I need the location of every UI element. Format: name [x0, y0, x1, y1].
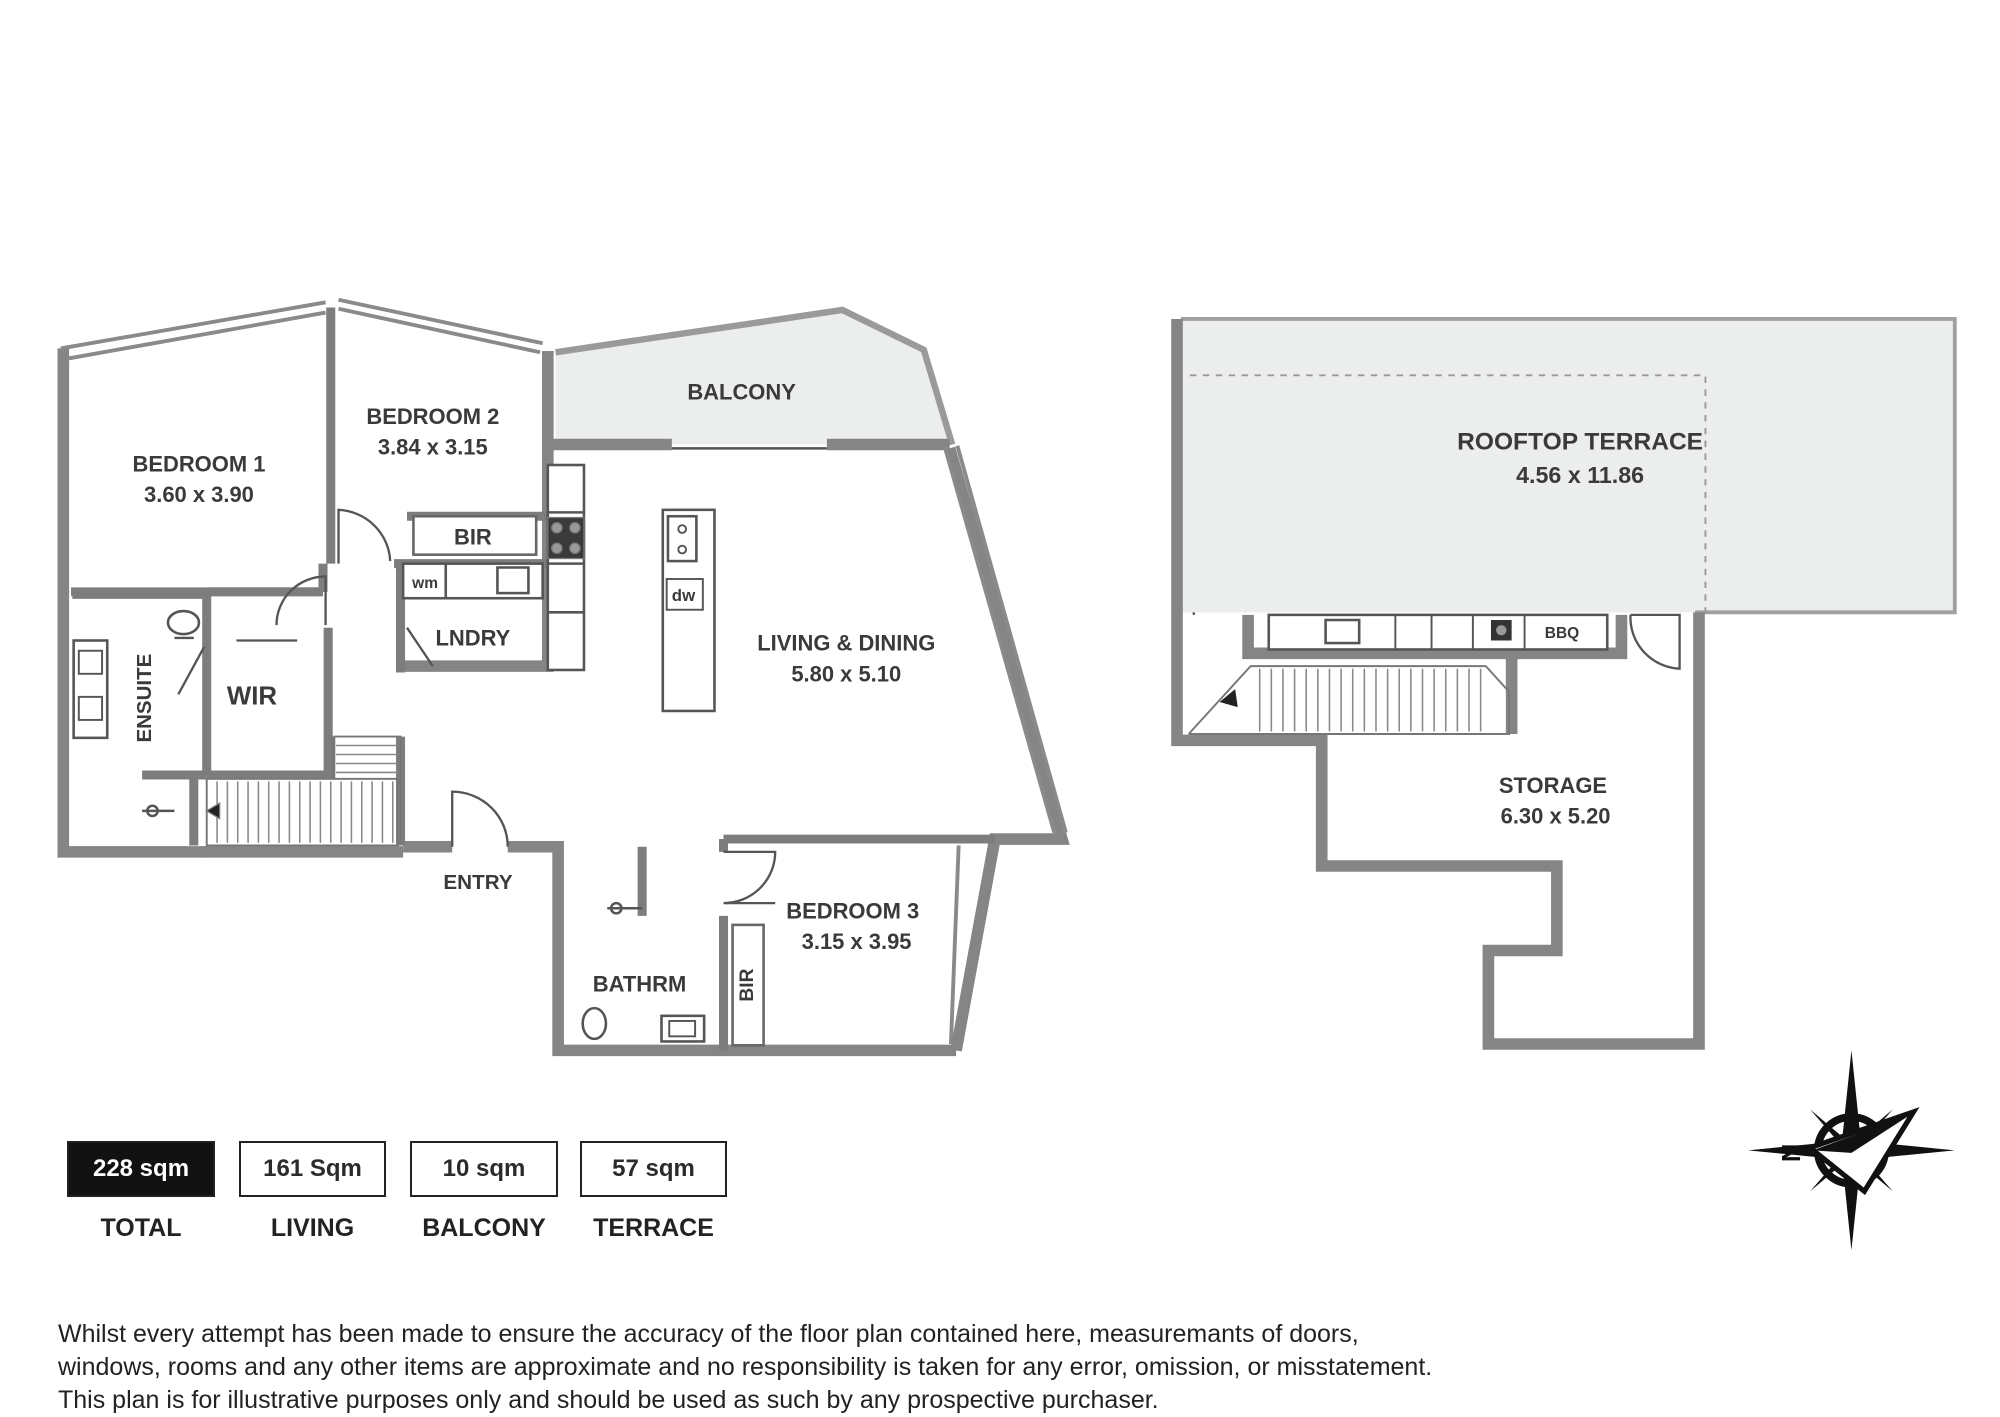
ensuite-label: ENSUITE [133, 654, 156, 743]
disclaimer-line-1: Whilst every attempt has been made to en… [58, 1320, 1359, 1348]
entry-label: ENTRY [443, 871, 513, 894]
disclaimer-line-3: This plan is for illustrative purposes o… [58, 1386, 1159, 1414]
bathroom-toilet-icon [581, 1006, 608, 1041]
area-terrace-value: 57 sqm [580, 1141, 727, 1197]
cooktop-icon [547, 516, 585, 560]
area-balcony-label: BALCONY [422, 1214, 546, 1242]
dishwasher-box [665, 578, 704, 611]
disclaimer-text: Whilst every attempt has been made to en… [58, 1318, 1478, 1417]
laundry-label: LNDRY [435, 626, 510, 651]
wir-label: WIR [227, 683, 278, 711]
rooftop-dims: 4.56 x 11.86 [1516, 462, 1644, 488]
bedroom3-dims: 3.15 x 3.95 [802, 929, 912, 954]
bir-bedroom3-box [731, 923, 765, 1047]
balcony-area [555, 310, 953, 445]
window-walls [60, 297, 1068, 1045]
disclaimer-line-2: windows, rooms and any other items are a… [58, 1353, 1433, 1381]
rooftop-walls [1171, 318, 1705, 1050]
bedroom1-dims: 3.60 x 3.90 [144, 482, 254, 507]
ensuite-shower-icon [142, 804, 175, 818]
bedroom2-name: BEDROOM 2 [366, 404, 499, 429]
bathroom-label: BATHRM [593, 972, 686, 997]
exterior-walls [57, 348, 1070, 1057]
bir-bedroom3-label: BIR [737, 968, 758, 1001]
area-living-label: LIVING [270, 1214, 355, 1242]
bedroom3-name: BEDROOM 3 [786, 899, 919, 924]
sink-icon [666, 514, 698, 563]
room-labels: BEDROOM 1 3.60 x 3.90 BEDROOM 2 3.84 x 3… [132, 380, 1703, 1002]
bedroom2-dims: 3.84 x 3.15 [378, 435, 488, 460]
balcony-name: BALCONY [687, 380, 796, 405]
stair-arrow-main [205, 802, 221, 820]
living-dims: 5.80 x 5.10 [791, 662, 901, 687]
area-total-label: TOTAL [100, 1214, 182, 1242]
rooftop-terrace-area [1180, 318, 1955, 613]
stair-arrow-rooftop [1219, 689, 1238, 708]
bathroom-vanity [660, 1014, 706, 1043]
area-total-value: 228 sqm [67, 1141, 215, 1197]
rooftop-floor [1171, 317, 1957, 1050]
bir-bedroom2-box [412, 514, 538, 556]
living-name: LIVING & DINING [757, 631, 935, 656]
compass-north-label: N [1778, 1144, 1806, 1162]
kitchen-bench [546, 463, 586, 672]
rooftop-dashed-outline [1189, 374, 1707, 613]
stairs-rooftop [1187, 665, 1511, 735]
stairs-main [205, 735, 402, 847]
storage-name: STORAGE [1499, 773, 1607, 798]
area-living-value: 161 Sqm [239, 1141, 386, 1197]
ensuite-toilet-icon [166, 609, 201, 636]
area-balcony-value: 10 sqm [410, 1141, 558, 1197]
bedroom1-name: BEDROOM 1 [132, 451, 265, 476]
bathroom-shower-icon [607, 901, 643, 915]
rooftop-sink-icon [1324, 618, 1361, 645]
compass-rose-icon: N [1748, 1050, 1955, 1251]
main-floor [57, 297, 1681, 1057]
storage-dims: 6.30 x 5.20 [1501, 804, 1611, 829]
stair-treads-rooftop [1258, 668, 1482, 732]
rooftop-name: ROOFTOP TERRACE [1457, 429, 1703, 456]
dw-label: dw [672, 586, 696, 605]
wm-label: wm [411, 575, 438, 592]
bbq-icon [1490, 620, 1512, 641]
area-terrace-label: TERRACE [593, 1214, 714, 1242]
stair-treads-main [216, 744, 398, 843]
bbq-label: BBQ [1545, 625, 1579, 642]
bir-bedroom2-label: BIR [454, 525, 492, 550]
